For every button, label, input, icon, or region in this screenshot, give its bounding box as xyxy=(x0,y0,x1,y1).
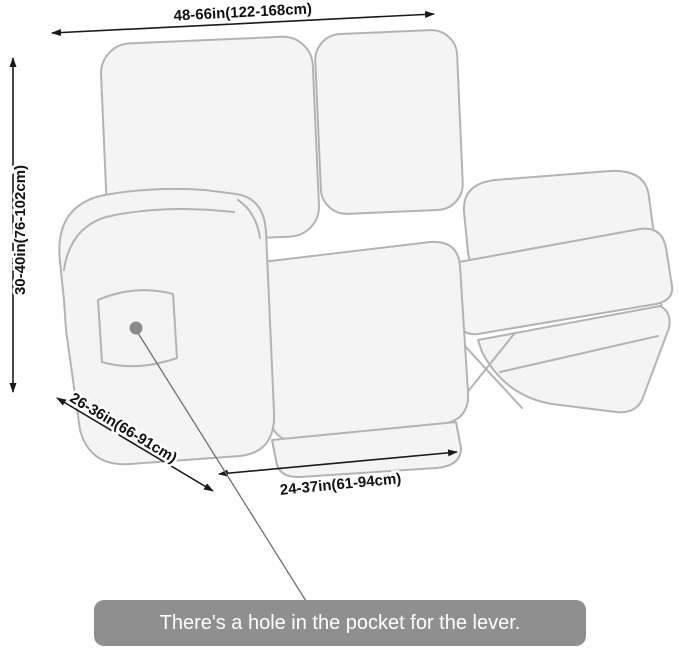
bottom-seat-width-arrow xyxy=(218,449,458,477)
left-height-label: 30-40in(76-102cm) xyxy=(12,165,29,295)
pocket-hole-dot xyxy=(129,321,143,335)
footrest-crease xyxy=(499,335,659,373)
left-arm-inner-crease xyxy=(237,199,261,239)
tooltip-pointer-line xyxy=(137,332,307,602)
left-arm-roll-crease xyxy=(63,207,235,271)
seat-cushion-left xyxy=(261,240,470,442)
lever-tooltip-text: There's a hole in the pocket for the lev… xyxy=(159,611,521,634)
footrest-lower-pad xyxy=(477,305,671,414)
top-width-arrow xyxy=(51,10,435,37)
lever-tooltip: There's a hole in the pocket for the lev… xyxy=(94,600,586,646)
back-cushion-right xyxy=(314,29,464,215)
sofa-drawing xyxy=(58,29,674,479)
depth-arrow xyxy=(56,397,214,492)
